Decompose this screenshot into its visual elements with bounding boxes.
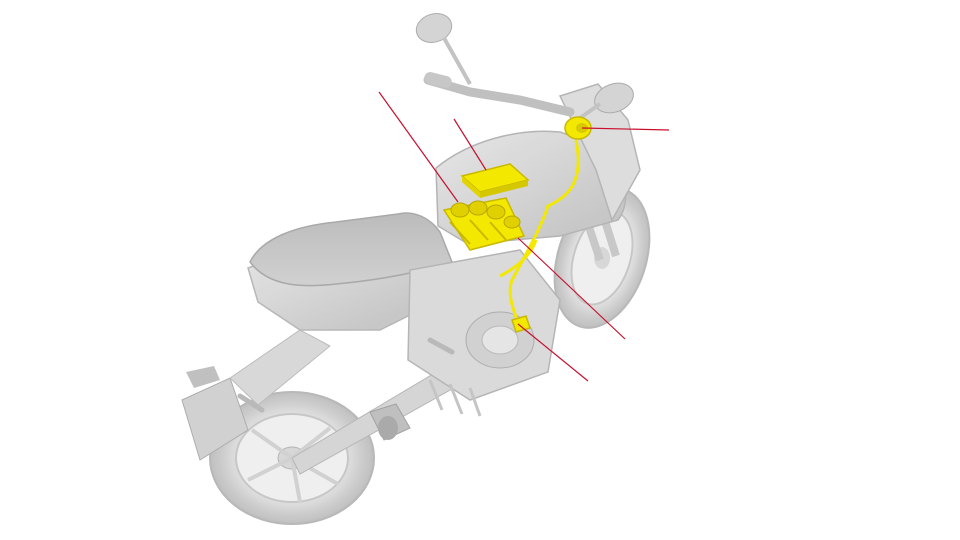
callout-throttle-bodies [378,91,459,203]
motorcycle-ghost [181,13,651,525]
footpeg [237,337,455,413]
callout-ecu [453,118,487,171]
callout-lines [378,91,670,382]
callout-throttle-grip [581,127,670,131]
callout-cable-junction [517,237,626,340]
tail-section [181,329,331,461]
control-cable [499,139,580,329]
throttle-body-assembly [442,197,526,251]
throttle-actuator [511,315,531,333]
callout-throttle-actuator [517,323,589,382]
ecu [460,163,530,198]
mirrors [415,13,634,120]
highlighted-components [442,116,592,333]
